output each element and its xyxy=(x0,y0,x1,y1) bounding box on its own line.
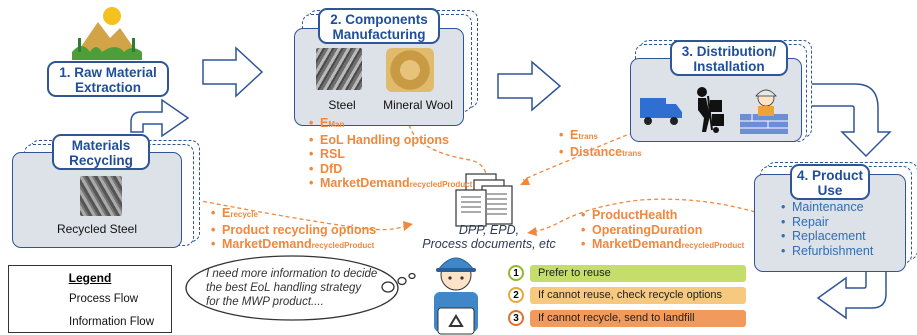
legend-information-flow-label: Information Flow xyxy=(69,316,155,328)
stage-title-line2: Use xyxy=(817,183,843,198)
info-item: DfD xyxy=(309,162,472,177)
hand-truck-worker-icon xyxy=(697,87,724,133)
info-item: Product recycling options xyxy=(211,223,376,238)
info-item: EMan xyxy=(309,116,472,133)
documents-label: DPP, EPD, Process documents, etc xyxy=(422,223,556,251)
stage-raw-material-extraction: 1. Raw Material Extraction xyxy=(40,2,180,97)
option-number-3: 3 xyxy=(508,310,524,326)
info-list-use: ProductHealth OperatingDuration MarketDe… xyxy=(578,208,744,254)
use-activity: Refurbishment xyxy=(781,244,873,259)
process-arrow-manufacturing-to-distribution xyxy=(497,60,562,112)
info-item: Etrans xyxy=(559,128,642,145)
info-item: MarketDemandrecycledProduct xyxy=(211,237,376,254)
stage-title-raw-material: 1. Raw Material Extraction xyxy=(47,61,169,97)
stage-materials-recycling: Recycled Steel Materials Recycling xyxy=(12,134,202,248)
delivery-truck-icon xyxy=(640,98,682,125)
info-item: RSL xyxy=(309,147,472,162)
info-item: MarketDemandrecycledProduct xyxy=(581,237,744,254)
stage-title-distribution: 3. Distribution/ Installation xyxy=(670,40,788,76)
thought-bubble xyxy=(185,255,416,321)
info-item: ProductHealth xyxy=(581,208,744,223)
info-item: Erecycle xyxy=(211,206,376,223)
bricklayer-icon xyxy=(740,89,788,134)
stage-title-line1: 4. Product xyxy=(796,168,863,183)
stage-title-line2: Installation xyxy=(693,59,765,74)
stage-title-recycling: Materials Recycling xyxy=(52,134,150,170)
stage-title-line1: 1. Raw Material xyxy=(59,65,157,80)
process-arrow-recycling-to-raw xyxy=(130,98,190,138)
recycled-steel-label: Recycled Steel xyxy=(56,222,138,236)
stage-distribution-installation: 3. Distribution/ Installation xyxy=(630,40,812,142)
info-list-distribution: Etrans Distancetrans xyxy=(556,128,642,161)
info-item: Distancetrans xyxy=(559,145,642,162)
info-flow-use xyxy=(531,198,756,233)
process-arrow-use-to-eol xyxy=(816,269,887,320)
mountain-landscape-icon xyxy=(72,7,142,60)
info-flow-recycling xyxy=(195,199,406,231)
info-item: MarketDemandrecycledProduct xyxy=(309,176,472,193)
info-item: OperatingDuration xyxy=(581,223,744,238)
use-activities-list: Maintenance Repair Replacement Refurbish… xyxy=(778,200,873,258)
stage-title-line2: Manufacturing xyxy=(332,27,426,42)
mineral-wool-label: Mineral Wool xyxy=(383,98,453,112)
stage-title-line2: Extraction xyxy=(74,80,142,95)
thought-bubble-text: I need more information to decide the be… xyxy=(206,268,378,308)
stage-components-manufacturing: Steel Mineral Wool 2. Components Manufac… xyxy=(294,8,484,126)
use-activity: Replacement xyxy=(781,229,873,244)
document-stack-icon xyxy=(455,173,513,227)
info-item: EoL Handling options xyxy=(309,133,472,148)
stage-title-line1: Materials xyxy=(71,138,131,153)
stage-title-line2: Recycling xyxy=(69,153,133,168)
legend-process-flow-label: Process Flow xyxy=(69,293,139,305)
option-number-2: 2 xyxy=(508,287,524,303)
info-list-manufacturing: EMan EoL Handling options RSL DfD Market… xyxy=(306,116,472,193)
steel-rebar-icon xyxy=(316,48,362,90)
recycled-steel-icon xyxy=(80,176,122,216)
legend: Legend Process Flow Information Flow xyxy=(8,265,172,333)
process-arrow-raw-to-manufacturing xyxy=(202,46,264,98)
option-landfill: If cannot recycle, send to landfill xyxy=(530,310,746,327)
stage-title-use: 4. Product Use xyxy=(790,164,870,200)
steel-label: Steel xyxy=(328,98,356,112)
stage-title-line1: 3. Distribution/ xyxy=(681,44,777,59)
use-activity: Maintenance xyxy=(781,200,873,215)
engineer-icon xyxy=(434,257,478,335)
stage-title-line1: 2. Components xyxy=(330,12,428,27)
stage-product-use: 4. Product Use Maintenance Repair Replac… xyxy=(754,160,917,272)
stage-title-manufacturing: 2. Components Manufacturing xyxy=(318,8,440,44)
process-arrow-distribution-to-use xyxy=(807,83,892,158)
legend-title: Legend xyxy=(68,271,112,285)
option-reuse: Prefer to reuse xyxy=(530,265,746,282)
option-number-1: 1 xyxy=(508,265,524,281)
use-activity: Repair xyxy=(781,215,873,230)
recycle-icon xyxy=(448,314,464,327)
option-recycle: If cannot reuse, check recycle options xyxy=(530,287,746,304)
mineral-wool-icon xyxy=(386,48,434,92)
info-list-recycling: Erecycle Product recycling options Marke… xyxy=(208,206,376,254)
